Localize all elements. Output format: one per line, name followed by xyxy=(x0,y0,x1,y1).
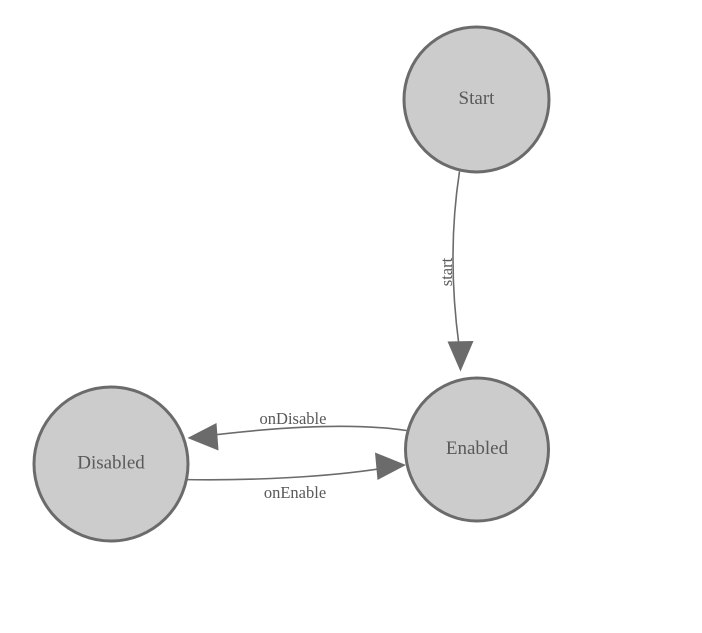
edge-label-start: start xyxy=(437,257,456,286)
arrowhead-into-enabled-left-icon xyxy=(375,452,406,480)
state-node-disabled-label: Disabled xyxy=(77,452,145,473)
edge-start-to-enabled[interactable]: start xyxy=(437,171,474,372)
state-node-start-label: Start xyxy=(459,88,496,109)
edge-label-on-enable: onEnable xyxy=(264,483,326,502)
edge-label-on-disable: onDisable xyxy=(260,409,327,428)
state-node-start[interactable]: Start xyxy=(402,25,551,174)
state-node-disabled[interactable]: Disabled xyxy=(32,385,190,543)
state-node-enabled-circle xyxy=(404,376,550,523)
edge-enabled-to-disabled-path xyxy=(196,425,407,438)
edge-enabled-to-disabled[interactable]: onDisable xyxy=(187,409,407,451)
state-node-enabled-label: Enabled xyxy=(446,438,509,459)
state-node-start-circle xyxy=(402,25,551,174)
state-node-disabled-circle xyxy=(32,385,190,543)
arrowhead-into-disabled-icon xyxy=(187,423,219,451)
arrowhead-into-enabled-top-icon xyxy=(447,341,474,372)
edge-disabled-to-enabled[interactable]: onEnable xyxy=(180,452,406,502)
edge-disabled-to-enabled-path xyxy=(180,466,388,481)
state-node-enabled[interactable]: Enabled xyxy=(404,376,550,523)
edge-start-to-enabled-path xyxy=(452,171,461,346)
